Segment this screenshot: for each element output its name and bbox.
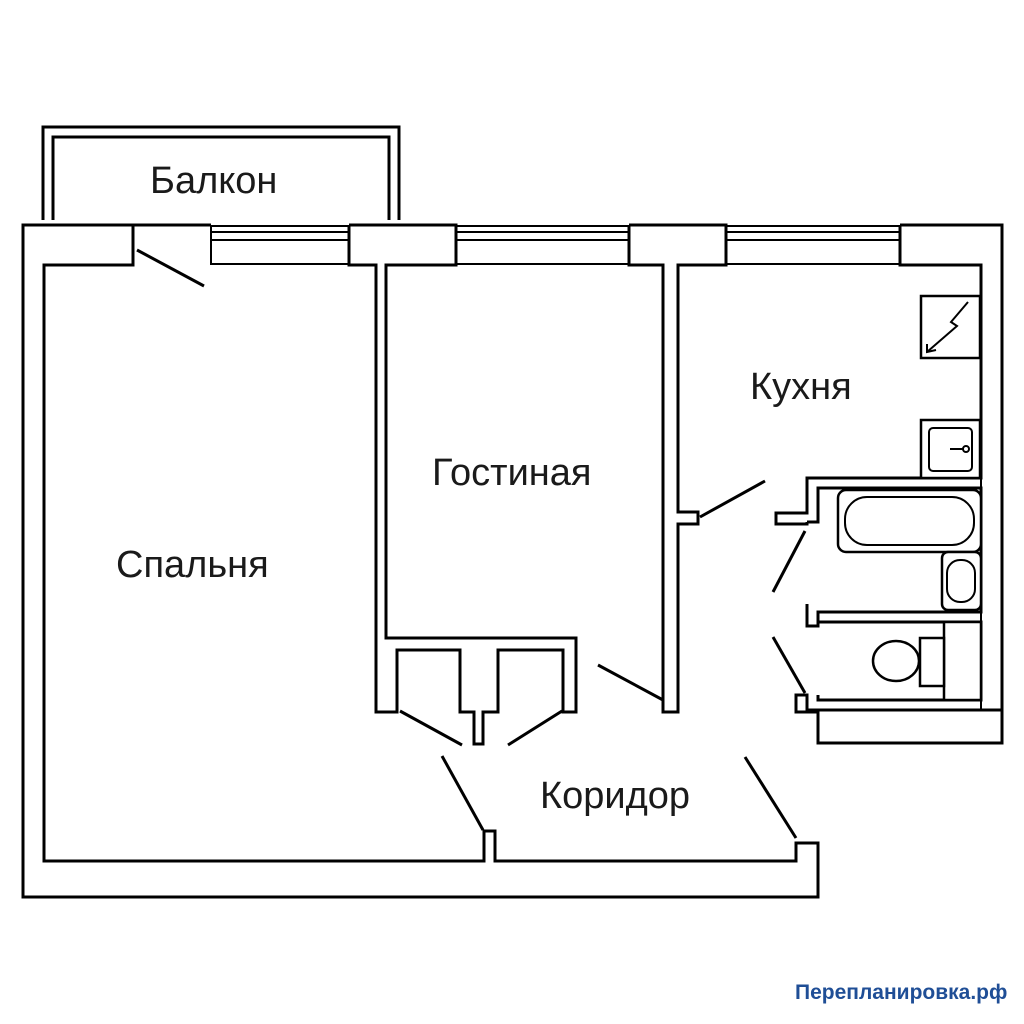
balcony-door — [136, 248, 205, 288]
doors — [136, 248, 807, 839]
bathroom-door — [771, 530, 807, 593]
kitchen-stove-icon — [919, 294, 982, 360]
closet-door-left — [399, 709, 463, 747]
entrance-door — [743, 756, 798, 839]
closet-door-right — [507, 709, 563, 747]
bedroom-label: Спальня — [116, 544, 269, 586]
living-room-door — [597, 663, 664, 702]
kitchen-sink-icon — [919, 418, 982, 480]
windows — [210, 225, 901, 265]
bathtub-icon — [836, 488, 983, 554]
living-room-label: Гостиная — [432, 452, 592, 494]
bedroom-door — [440, 755, 485, 831]
balcony-label: Балкон — [150, 160, 278, 202]
washbasin-icon — [940, 550, 983, 612]
balcony-outline — [41, 125, 401, 220]
watermark-text: Перепланировка.рф — [795, 981, 1008, 1004]
kitchen-door — [699, 479, 766, 519]
corridor-label: Коридор — [540, 775, 691, 817]
toilet-door — [771, 636, 807, 694]
toilet-icon — [871, 620, 983, 702]
kitchen-label: Кухня — [750, 366, 852, 408]
